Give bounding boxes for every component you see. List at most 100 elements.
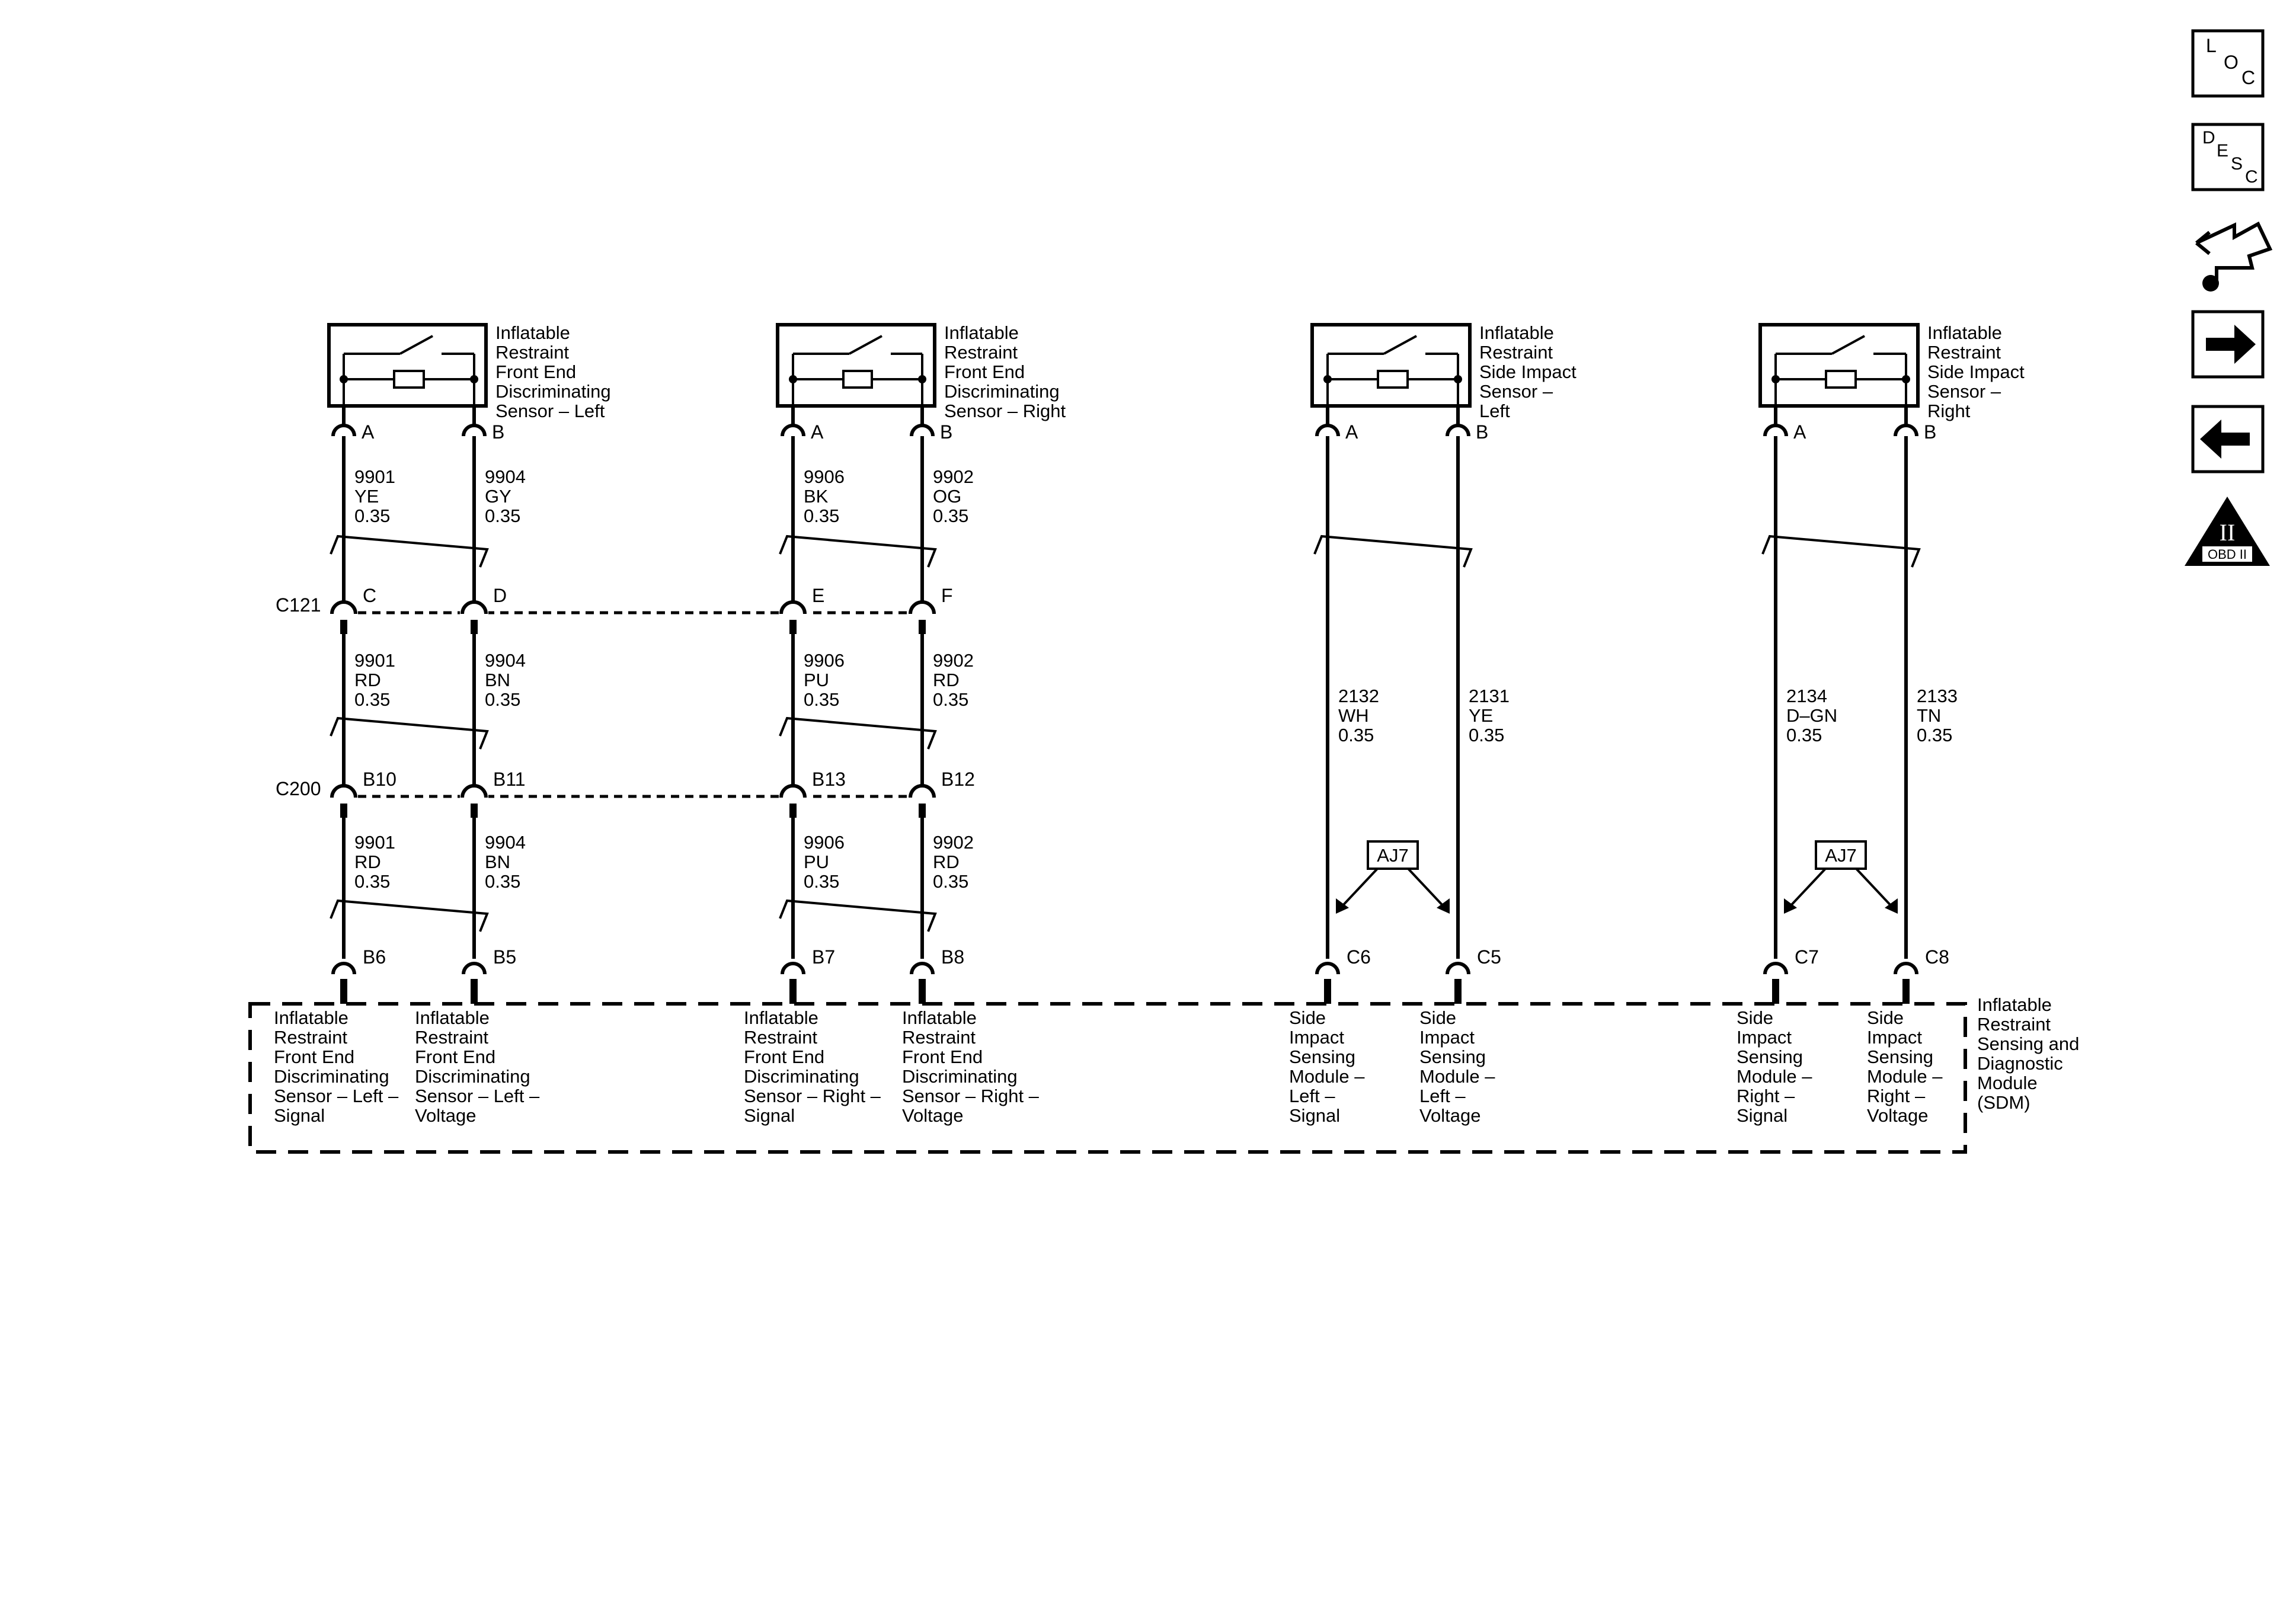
- wire-id-side-line: YE: [1469, 705, 1493, 726]
- wire-id-upper-line: 9902: [933, 466, 974, 487]
- sdm-module-label-line: Module: [1977, 1073, 2038, 1093]
- wire-id-middle-line: 9906: [804, 650, 845, 671]
- junction-dot: [1771, 375, 1780, 383]
- sdm-circuit-label-line: Restraint: [902, 1027, 976, 1048]
- wire-id-middle-line: 0.35: [354, 689, 390, 710]
- sdm-circuit-label-line: Sensing: [1419, 1046, 1486, 1067]
- wire-id-side-line: TN: [1917, 705, 1941, 726]
- obd-icon-numeral: II: [2220, 519, 2236, 546]
- desc-icon-letter: E: [2217, 141, 2228, 161]
- sensor-label-line: Restraint: [944, 342, 1018, 363]
- sdm-terminal: [1454, 979, 1462, 1004]
- sdm-circuit-label-line: Inflatable: [744, 1007, 818, 1028]
- junction-dot: [470, 375, 478, 383]
- wire-id-upper-line: 9906: [804, 466, 845, 487]
- sensor-housing: [1310, 323, 1472, 408]
- switch-contact: [849, 335, 882, 355]
- sdm-circuit-label-line: Side: [1737, 1007, 1773, 1028]
- loc-icon[interactable]: [2191, 29, 2265, 98]
- twisted-pair-mark: [779, 899, 937, 932]
- wire-id-middle-line: RD: [354, 670, 381, 690]
- junction-dot: [1323, 375, 1332, 383]
- sdm-module-outline: [248, 1002, 1967, 1154]
- sensor-label-line: Restraint: [1927, 342, 2001, 363]
- sensor-pin-label: B: [1924, 421, 1936, 443]
- sdm-circuit-label-line: Module –: [1737, 1066, 1812, 1087]
- sensor-pin-label: A: [811, 421, 824, 443]
- sensor-label-line: Restraint: [1479, 342, 1553, 363]
- sdm-circuit-label-line: Inflatable: [274, 1007, 348, 1028]
- desc-icon[interactable]: [2191, 123, 2265, 191]
- wire-id-lower-line: 9902: [933, 832, 974, 853]
- sensor-label-line: Sensor –: [1479, 381, 1553, 402]
- desc-icon-letter: C: [2245, 167, 2258, 187]
- connector-pin-symbol: [909, 784, 936, 798]
- connector-pin-symbol: [781, 424, 805, 437]
- sensor-housing: [327, 323, 488, 408]
- wire-id-upper-line: OG: [933, 486, 961, 507]
- sensor-label-line: Inflatable: [1927, 322, 2002, 343]
- schematic-icon[interactable]: [2195, 221, 2273, 292]
- sensor-pin-label: B: [1476, 421, 1488, 443]
- sdm-circuit-label-line: Impact: [1289, 1027, 1344, 1048]
- sdm-circuit-label-line: Voltage: [902, 1105, 963, 1126]
- splice-box: [1367, 840, 1419, 870]
- connector-pin-symbol: [779, 600, 807, 614]
- sdm-pin-label: B6: [363, 946, 386, 968]
- loc-icon-letter: C: [2241, 67, 2255, 88]
- connector-pin-symbol: [910, 424, 935, 437]
- sensor-pin-label: B: [940, 421, 952, 443]
- schematic-icon-stroke: [2195, 231, 2211, 255]
- wire-id-upper-line: GY: [485, 486, 511, 507]
- sdm-circuit-label-line: Voltage: [415, 1105, 476, 1126]
- splice-arrowhead: [1336, 898, 1349, 914]
- wire-id-lower-line: PU: [804, 852, 829, 872]
- connector-terminal: [919, 804, 926, 818]
- junction-dot: [789, 375, 797, 383]
- sdm-circuit-label-line: Sensing: [1867, 1046, 1933, 1067]
- splice-arrow-line: [1339, 868, 1379, 909]
- wire-id-lower-line: 0.35: [804, 871, 839, 892]
- wire-id-upper-line: 0.35: [933, 505, 968, 526]
- wire-id-side-line: 2133: [1917, 686, 1958, 706]
- loc-icon-letter: O: [2224, 52, 2239, 73]
- wire-id-upper-line: BK: [804, 486, 829, 507]
- sdm-pin-label: C7: [1795, 946, 1819, 968]
- sdm-terminal: [340, 979, 347, 1004]
- sdm-circuit-label-line: Front End: [902, 1046, 983, 1067]
- switch-contact: [1383, 335, 1417, 355]
- sensor-label-line: Front End: [944, 361, 1025, 382]
- sensor-pin-label: B: [492, 421, 504, 443]
- sdm-terminal: [1772, 979, 1779, 1004]
- sdm-pin-symbol: [462, 962, 487, 975]
- sdm-pin-label: C8: [1925, 946, 1949, 968]
- sensor-label-line: Restraint: [495, 342, 569, 363]
- wire-id-side-line: 2131: [1469, 686, 1510, 706]
- sensor-label-line: Discriminating: [944, 381, 1060, 402]
- sdm-circuit-label-line: Inflatable: [415, 1007, 490, 1028]
- splice-label: AJ7: [1825, 845, 1856, 866]
- connector-pin-symbol: [331, 424, 356, 437]
- sdm-circuit-label-line: Restraint: [415, 1027, 488, 1048]
- connector-pin-symbol: [1315, 424, 1340, 437]
- junction-dot: [1454, 375, 1462, 383]
- connector-pin-symbol: [461, 600, 488, 614]
- schematic-icon-stroke: [2195, 221, 2273, 285]
- splice-arrowhead: [1437, 898, 1450, 914]
- sdm-circuit-label-line: Front End: [415, 1046, 495, 1067]
- sdm-circuit-label-line: Side: [1867, 1007, 1904, 1028]
- wire-id-lower-line: 9904: [485, 832, 526, 853]
- connector-pin-symbol: [779, 784, 807, 798]
- sdm-circuit-label-line: Sensor – Right –: [902, 1086, 1040, 1106]
- wire-id-lower-line: 9901: [354, 832, 395, 853]
- resistor-symbol: [1825, 370, 1857, 389]
- sdm-pin-symbol: [1763, 962, 1788, 975]
- wire-id-upper-line: 0.35: [485, 505, 520, 526]
- wire-id-middle-line: 0.35: [804, 689, 839, 710]
- obd-icon-label: OBD II: [2208, 547, 2247, 562]
- switch-contact: [1831, 335, 1865, 355]
- sdm-circuit-label-line: Sensor – Right –: [744, 1086, 881, 1106]
- wire-id-lower-line: BN: [485, 852, 510, 872]
